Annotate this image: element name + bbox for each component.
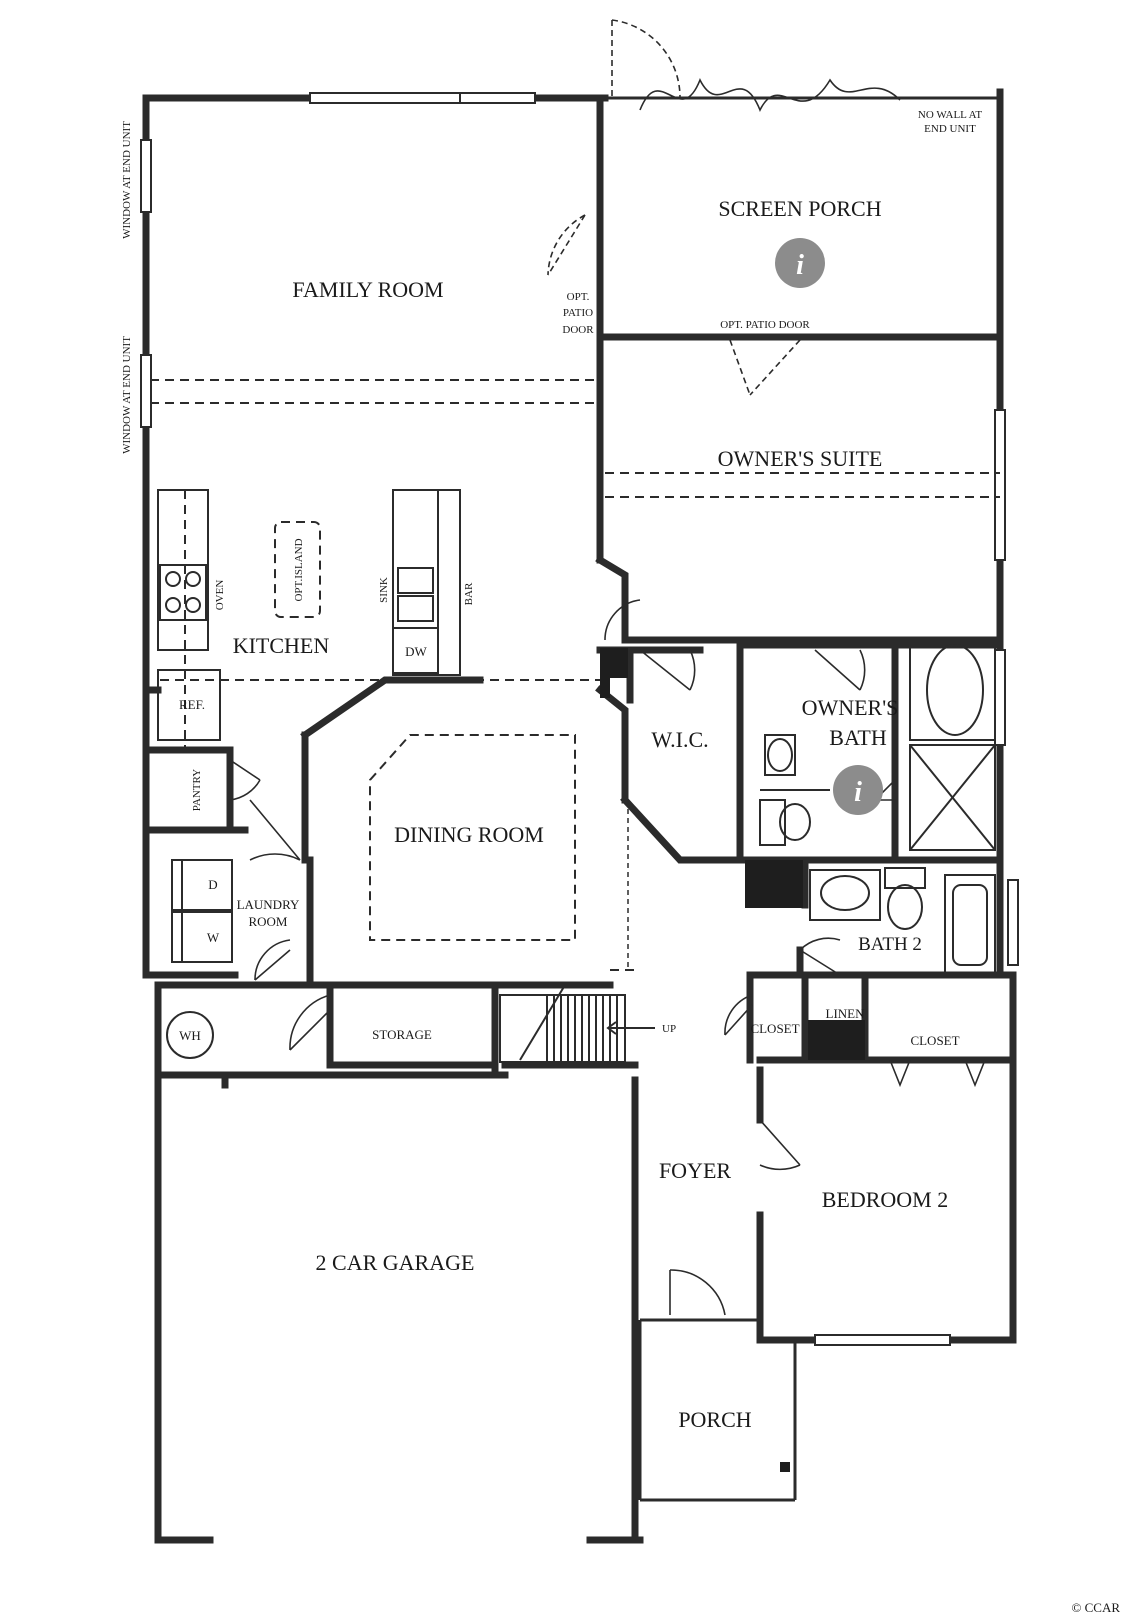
- room-labels: FAMILY ROOM SCREEN PORCH OWNER'S SUITE K…: [233, 196, 960, 1432]
- structural-blocks: [600, 648, 865, 1472]
- bathtub-icon: [926, 644, 984, 736]
- room-owners-suite: OWNER'S SUITE: [718, 446, 883, 471]
- screen-porch-sketch: [639, 78, 901, 112]
- stair-up-arrow-icon: [606, 1021, 655, 1035]
- room-family-room: FAMILY ROOM: [292, 277, 443, 302]
- note-opt-patio-door-2: OPT. PATIO DOOR: [720, 319, 810, 331]
- room-screen-porch: SCREEN PORCH: [718, 196, 881, 221]
- note-no-wall-line2: END UNIT: [924, 123, 976, 135]
- doors: [229, 19, 986, 1316]
- sink-icon: [397, 567, 434, 594]
- label-up: UP: [662, 1023, 676, 1035]
- room-porch: PORCH: [678, 1407, 751, 1432]
- room-bath2: BATH 2: [858, 934, 922, 955]
- note-window-end-unit-2: WINDOW AT END UNIT: [121, 336, 133, 454]
- kitchen-fixtures: [157, 489, 461, 741]
- range-icon: [159, 564, 207, 621]
- info-icon-owners-bath[interactable]: i: [833, 765, 883, 815]
- note-opt-patio-door-line3: DOOR: [562, 324, 594, 336]
- exterior-walls: [142, 88, 1017, 1544]
- label-sink: SINK: [378, 577, 390, 603]
- stair-frame: [499, 994, 626, 1063]
- info-icon-glyph: i: [796, 250, 804, 281]
- label-opt-island: OPT.ISLAND: [293, 538, 305, 601]
- dryer-icon: [171, 859, 233, 911]
- sink-icon-bath2: [820, 875, 870, 911]
- room-garage: 2 CAR GARAGE: [316, 1250, 475, 1275]
- plan-notes: WINDOW AT END UNIT WINDOW AT END UNIT OP…: [121, 109, 982, 454]
- label-bar: BAR: [463, 582, 475, 605]
- room-closet-left: CLOSET: [750, 1021, 799, 1036]
- room-owners-bath-line2: BATH: [829, 725, 887, 750]
- note-window-end-unit-1: WINDOW AT END UNIT: [121, 121, 133, 239]
- shower-icon: [909, 744, 996, 851]
- room-laundry-line2: ROOM: [248, 914, 287, 929]
- windows: [140, 92, 1019, 1346]
- note-opt-patio-door-line1: OPT.: [567, 291, 590, 303]
- fixture-labels: OVEN OPT.ISLAND SINK BAR DW REF. PANTRY …: [179, 538, 676, 1043]
- room-kitchen: KITCHEN: [233, 633, 330, 658]
- label-ref: REF.: [179, 697, 205, 712]
- bath-fixtures: [759, 639, 996, 976]
- label-dryer: D: [208, 877, 217, 892]
- copyright-mark: © CCAR: [1071, 1600, 1120, 1615]
- room-laundry-line1: LAUNDRY: [237, 897, 300, 912]
- toilet-icon: [779, 803, 811, 841]
- toilet-icon-bath2: [887, 884, 923, 930]
- room-bedroom2: BEDROOM 2: [822, 1187, 949, 1212]
- room-closet-right: CLOSET: [910, 1033, 959, 1048]
- info-icon-glyph: i: [854, 777, 862, 808]
- note-no-wall-line1: NO WALL AT: [918, 109, 982, 121]
- water-heater-icon: [166, 1011, 214, 1059]
- room-storage: STORAGE: [372, 1027, 432, 1042]
- room-owners-bath-line1: OWNER'S: [802, 695, 899, 720]
- bathtub-icon-bath2: [952, 884, 988, 966]
- note-opt-patio-door-line2: PATIO: [563, 307, 593, 319]
- label-water-heater: WH: [179, 1028, 201, 1043]
- label-oven: OVEN: [214, 580, 226, 611]
- stairs: [499, 984, 655, 1063]
- room-wic: W.I.C.: [651, 727, 708, 752]
- room-dining-room: DINING ROOM: [394, 822, 544, 847]
- washer-icon: [171, 911, 233, 963]
- stair-break-line: [519, 984, 566, 1061]
- label-dw: DW: [405, 644, 427, 659]
- room-foyer: FOYER: [659, 1158, 731, 1183]
- label-washer: W: [207, 930, 220, 945]
- info-icon-screen-porch[interactable]: i: [775, 238, 825, 288]
- laundry-fixtures: [166, 859, 233, 1059]
- dashed-features: [150, 379, 1000, 971]
- label-pantry: PANTRY: [191, 769, 203, 811]
- room-linen: LINEN: [826, 1006, 866, 1021]
